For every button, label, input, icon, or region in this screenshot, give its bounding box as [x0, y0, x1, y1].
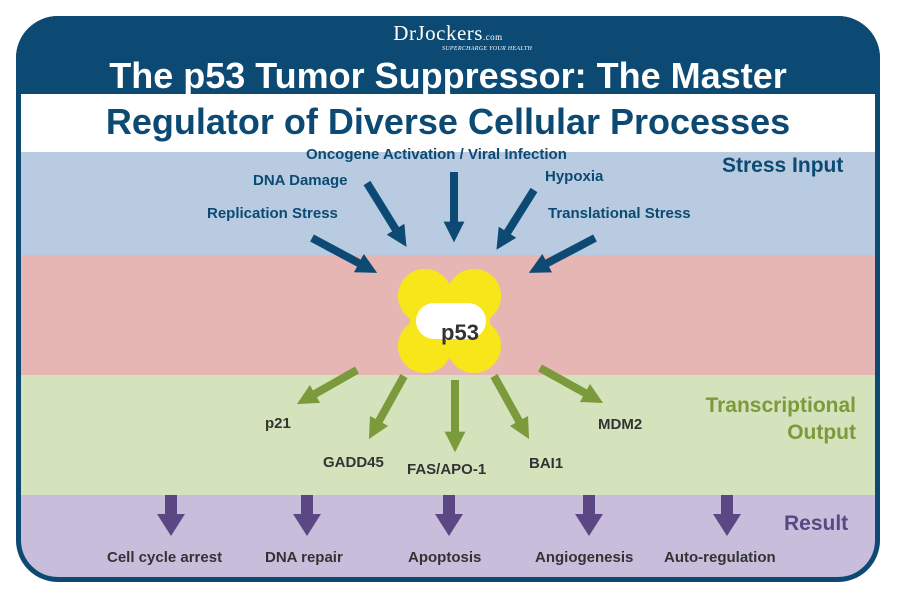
- output-label-mdm2: MDM2: [598, 416, 643, 433]
- arrow-hypoxia: [496, 187, 538, 250]
- result-label-apoptosis: Apoptosis: [408, 549, 482, 566]
- arrow-gadd45: [368, 374, 408, 440]
- arrow-bai1: [490, 374, 530, 440]
- arrow-translational-stress: [528, 234, 597, 273]
- stress-label-translational-stress: Translational Stress: [548, 205, 691, 222]
- title-band: [16, 94, 880, 152]
- brand-logo: DrJockers.com: [16, 22, 880, 48]
- result-label-angiogenesis: Angiogenesis: [535, 549, 634, 566]
- infographic-frame: DrJockers.com SUPERCHARGE YOUR HEALTH Th…: [16, 16, 880, 582]
- arrow-mdm2: [538, 364, 604, 404]
- stress-input-heading: Stress Input: [722, 154, 844, 177]
- brand-name: DrJockers: [393, 21, 483, 45]
- brand-suffix: .com: [482, 32, 503, 42]
- stress-label-hypoxia: Hypoxia: [545, 168, 604, 185]
- arrow-p21: [296, 366, 359, 405]
- stress-label-oncogene: Oncogene Activation / Viral Infection: [306, 146, 567, 163]
- stress-label-replication-stress: Replication Stress: [207, 205, 338, 222]
- arrow-apoptosis: [435, 495, 463, 536]
- transcriptional-output-heading: Transcriptional Output: [680, 392, 856, 446]
- result-heading: Result: [784, 512, 849, 535]
- stress-label-dna-damage: DNA Damage: [253, 172, 348, 189]
- arrow-angiogenesis: [575, 495, 603, 536]
- output-label-p21: p21: [265, 415, 291, 432]
- transcriptional-output-heading-line-1: Transcriptional: [705, 394, 856, 417]
- title-line-2: Regulator of Diverse Cellular Processes: [105, 101, 791, 142]
- arrow-dna-repair: [293, 495, 321, 536]
- p53-label: p53: [441, 320, 479, 345]
- header-bar: [16, 16, 880, 94]
- arrow-replication-stress: [310, 234, 378, 273]
- output-label-fas-apo-1: FAS/APO-1: [407, 461, 487, 478]
- arrow-cell-cycle-arrest: [157, 495, 185, 536]
- brand-tagline: SUPERCHARGE YOUR HEALTH: [442, 46, 533, 52]
- result-label-auto-regulation: Auto-regulation: [664, 549, 776, 566]
- title-line-1: The p53 Tumor Suppressor: The Master: [109, 55, 787, 96]
- arrow-dna-damage: [363, 180, 407, 247]
- output-label-gadd45: GADD45: [323, 454, 384, 471]
- p53-hub: [398, 269, 501, 373]
- output-label-bai1: BAI1: [529, 455, 564, 472]
- arrow-auto-regulation: [713, 495, 741, 536]
- result-label-cell-cycle-arrest: Cell cycle arrest: [107, 549, 223, 566]
- transcriptional-output-heading-line-2: Output: [787, 421, 856, 444]
- result-label-dna-repair: DNA repair: [265, 549, 343, 566]
